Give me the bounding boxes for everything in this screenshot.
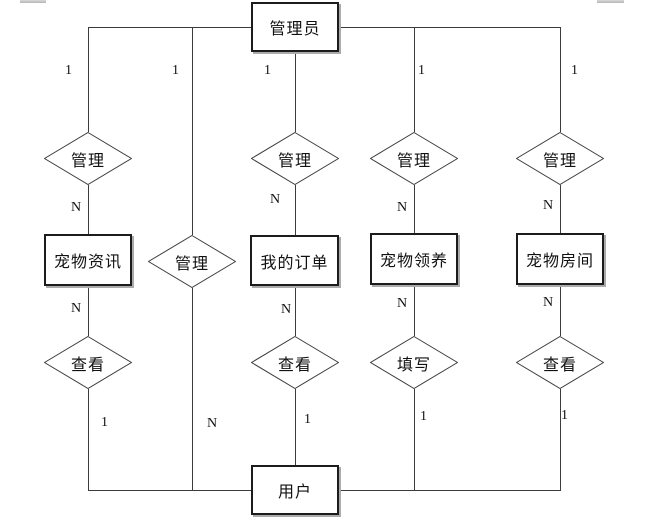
connector-line (88, 286, 89, 336)
connector-line (560, 285, 561, 336)
cardinality-label: 1 (420, 409, 427, 424)
cardinality-label: N (397, 296, 408, 311)
entity-label: 宠物房间 (525, 253, 594, 270)
screen-artifact (597, 0, 624, 3)
connector-line (88, 490, 251, 491)
connector-line (295, 52, 296, 132)
connector-line (88, 27, 89, 132)
connector-line (414, 285, 415, 336)
cardinality-label: N (397, 200, 408, 215)
connector-line (295, 286, 296, 336)
cardinality-label: N (71, 200, 82, 215)
connector-line (560, 27, 561, 132)
connector-line (192, 27, 193, 235)
relationship-label: 管理 (70, 152, 105, 170)
connector-line (414, 389, 415, 490)
connector-line (88, 27, 251, 28)
cardinality-label: 1 (561, 408, 568, 423)
relationship-manage-user: 管理 (148, 235, 236, 288)
entity-label: 用户 (277, 484, 312, 501)
connector-line (88, 185, 89, 234)
cardinality-label: 1 (264, 63, 271, 78)
cardinality-label: 1 (65, 63, 72, 78)
entity-label: 宠物领养 (379, 253, 448, 270)
connector-line (88, 389, 89, 490)
entity-my-orders: 我的订单 (250, 235, 339, 286)
relationship-manage-pet-room: 管理 (516, 132, 604, 185)
cardinality-label: N (270, 192, 281, 207)
relationship-view-pet-room: 查看 (516, 336, 604, 389)
cardinality-label: N (207, 416, 218, 431)
connector-line (414, 185, 415, 233)
cardinality-label: N (281, 302, 292, 317)
connector-line (560, 185, 561, 233)
relationship-fill-pet-adoption: 填写 (370, 336, 458, 389)
screen-artifact (20, 0, 46, 3)
connector-line (339, 490, 561, 491)
relationship-view-my-orders: 查看 (251, 336, 339, 389)
cardinality-label: 1 (101, 415, 108, 430)
cardinality-label: 1 (172, 63, 179, 78)
entity-pet-room: 宠物房间 (516, 233, 604, 285)
cardinality-label: N (543, 295, 554, 310)
relationship-view-pet-info: 查看 (44, 336, 132, 389)
relationship-manage-my-orders: 管理 (251, 132, 339, 185)
connector-line (339, 27, 561, 28)
connector-line (295, 389, 296, 465)
cardinality-label: 1 (418, 63, 425, 78)
relationship-label: 管理 (542, 152, 577, 170)
relationship-label: 填写 (396, 356, 431, 374)
relationship-label: 管理 (277, 152, 312, 170)
connector-line (414, 27, 415, 132)
relationship-label: 查看 (70, 356, 105, 374)
relationship-label: 管理 (174, 255, 209, 273)
cardinality-label: 1 (571, 63, 578, 78)
connector-line (560, 389, 561, 490)
cardinality-label: N (71, 301, 82, 316)
cardinality-label: N (543, 198, 554, 213)
cardinality-label: 1 (304, 412, 311, 427)
relationship-manage-pet-info: 管理 (44, 132, 132, 185)
entity-label: 宠物资讯 (53, 254, 122, 271)
entity-admin: 管理员 (251, 2, 339, 52)
entity-label: 我的订单 (260, 254, 329, 272)
entity-pet-adoption: 宠物领养 (370, 233, 458, 285)
entity-pet-info: 宠物资讯 (44, 234, 132, 286)
relationship-label: 查看 (542, 356, 577, 374)
entity-label: 管理员 (269, 21, 321, 38)
relationship-label: 管理 (396, 152, 431, 170)
relationship-label: 查看 (277, 356, 312, 374)
connector-line (192, 288, 193, 490)
entity-user: 用户 (251, 465, 339, 515)
connector-line (295, 185, 296, 235)
relationship-manage-pet-adoption: 管理 (370, 132, 458, 185)
